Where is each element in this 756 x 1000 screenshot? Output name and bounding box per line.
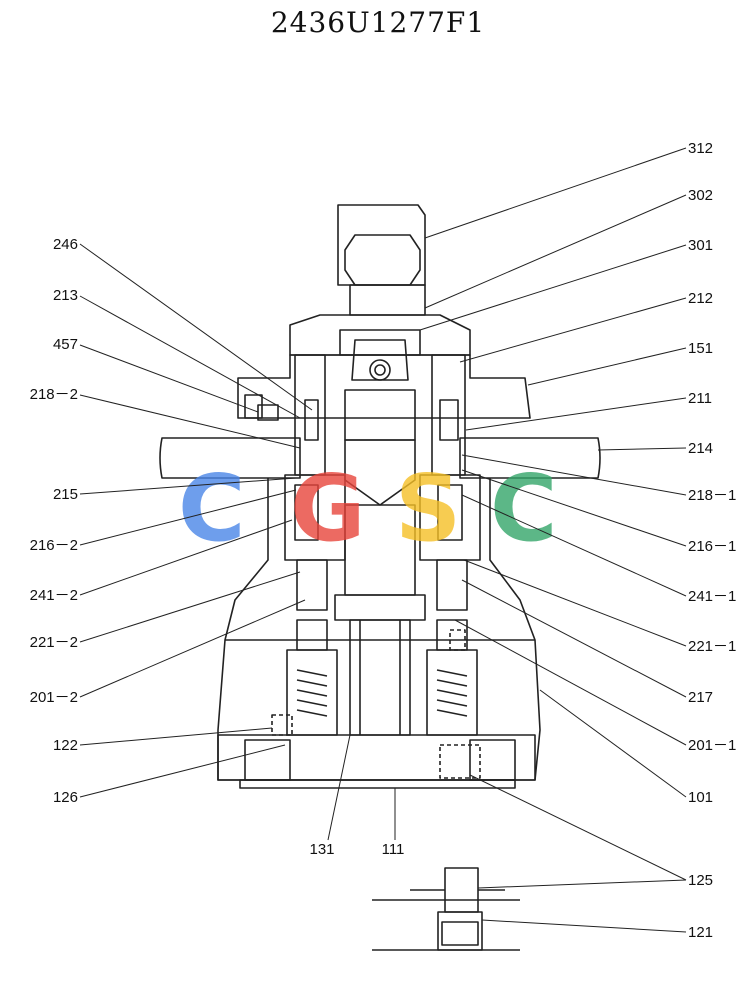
bottom-callout-labels: 131 111 bbox=[309, 841, 404, 858]
label-211: 211 bbox=[688, 390, 712, 407]
label-312: 312 bbox=[688, 140, 713, 157]
label-218-2: 218－2 bbox=[30, 386, 78, 403]
label-216-2: 216－2 bbox=[30, 537, 78, 554]
label-301: 301 bbox=[688, 237, 713, 254]
watermark-letter-c2: C bbox=[490, 455, 558, 562]
label-215: 215 bbox=[53, 486, 78, 503]
label-125: 125 bbox=[688, 872, 713, 889]
label-217: 217 bbox=[688, 689, 713, 706]
watermark-letter-c1: C bbox=[178, 455, 246, 562]
label-213: 213 bbox=[53, 287, 78, 304]
right-callout-labels: 312 302 301 212 151 211 214 218－1 216－1 … bbox=[688, 140, 736, 941]
label-216-1: 216－1 bbox=[688, 538, 736, 555]
watermark-letter-g: G bbox=[290, 455, 366, 562]
label-241-2: 241－2 bbox=[30, 587, 78, 604]
label-302: 302 bbox=[688, 187, 713, 204]
label-151: 151 bbox=[688, 340, 713, 357]
watermark-letter-s: S bbox=[395, 455, 461, 562]
label-101: 101 bbox=[688, 789, 713, 806]
label-246: 246 bbox=[53, 236, 78, 253]
label-201-1: 201－1 bbox=[688, 737, 736, 754]
label-111: 111 bbox=[382, 841, 405, 858]
label-131: 131 bbox=[309, 841, 334, 858]
label-457: 457 bbox=[53, 336, 78, 353]
label-221-1: 221－1 bbox=[688, 638, 736, 655]
label-218-1: 218－1 bbox=[688, 487, 736, 504]
watermark-logo: C G S C bbox=[178, 455, 558, 562]
label-212: 212 bbox=[688, 290, 713, 307]
left-callout-labels: 246 213 457 218－2 215 216－2 241－2 221－2 … bbox=[30, 236, 78, 806]
label-241-1: 241－1 bbox=[688, 588, 736, 605]
label-214: 214 bbox=[688, 440, 713, 457]
label-221-2: 221－2 bbox=[30, 634, 78, 651]
drawing-title: 2436U1277F1 bbox=[270, 6, 486, 39]
label-201-2: 201－2 bbox=[30, 689, 78, 706]
label-121: 121 bbox=[688, 924, 713, 941]
label-126: 126 bbox=[53, 789, 78, 806]
label-122: 122 bbox=[53, 737, 78, 754]
